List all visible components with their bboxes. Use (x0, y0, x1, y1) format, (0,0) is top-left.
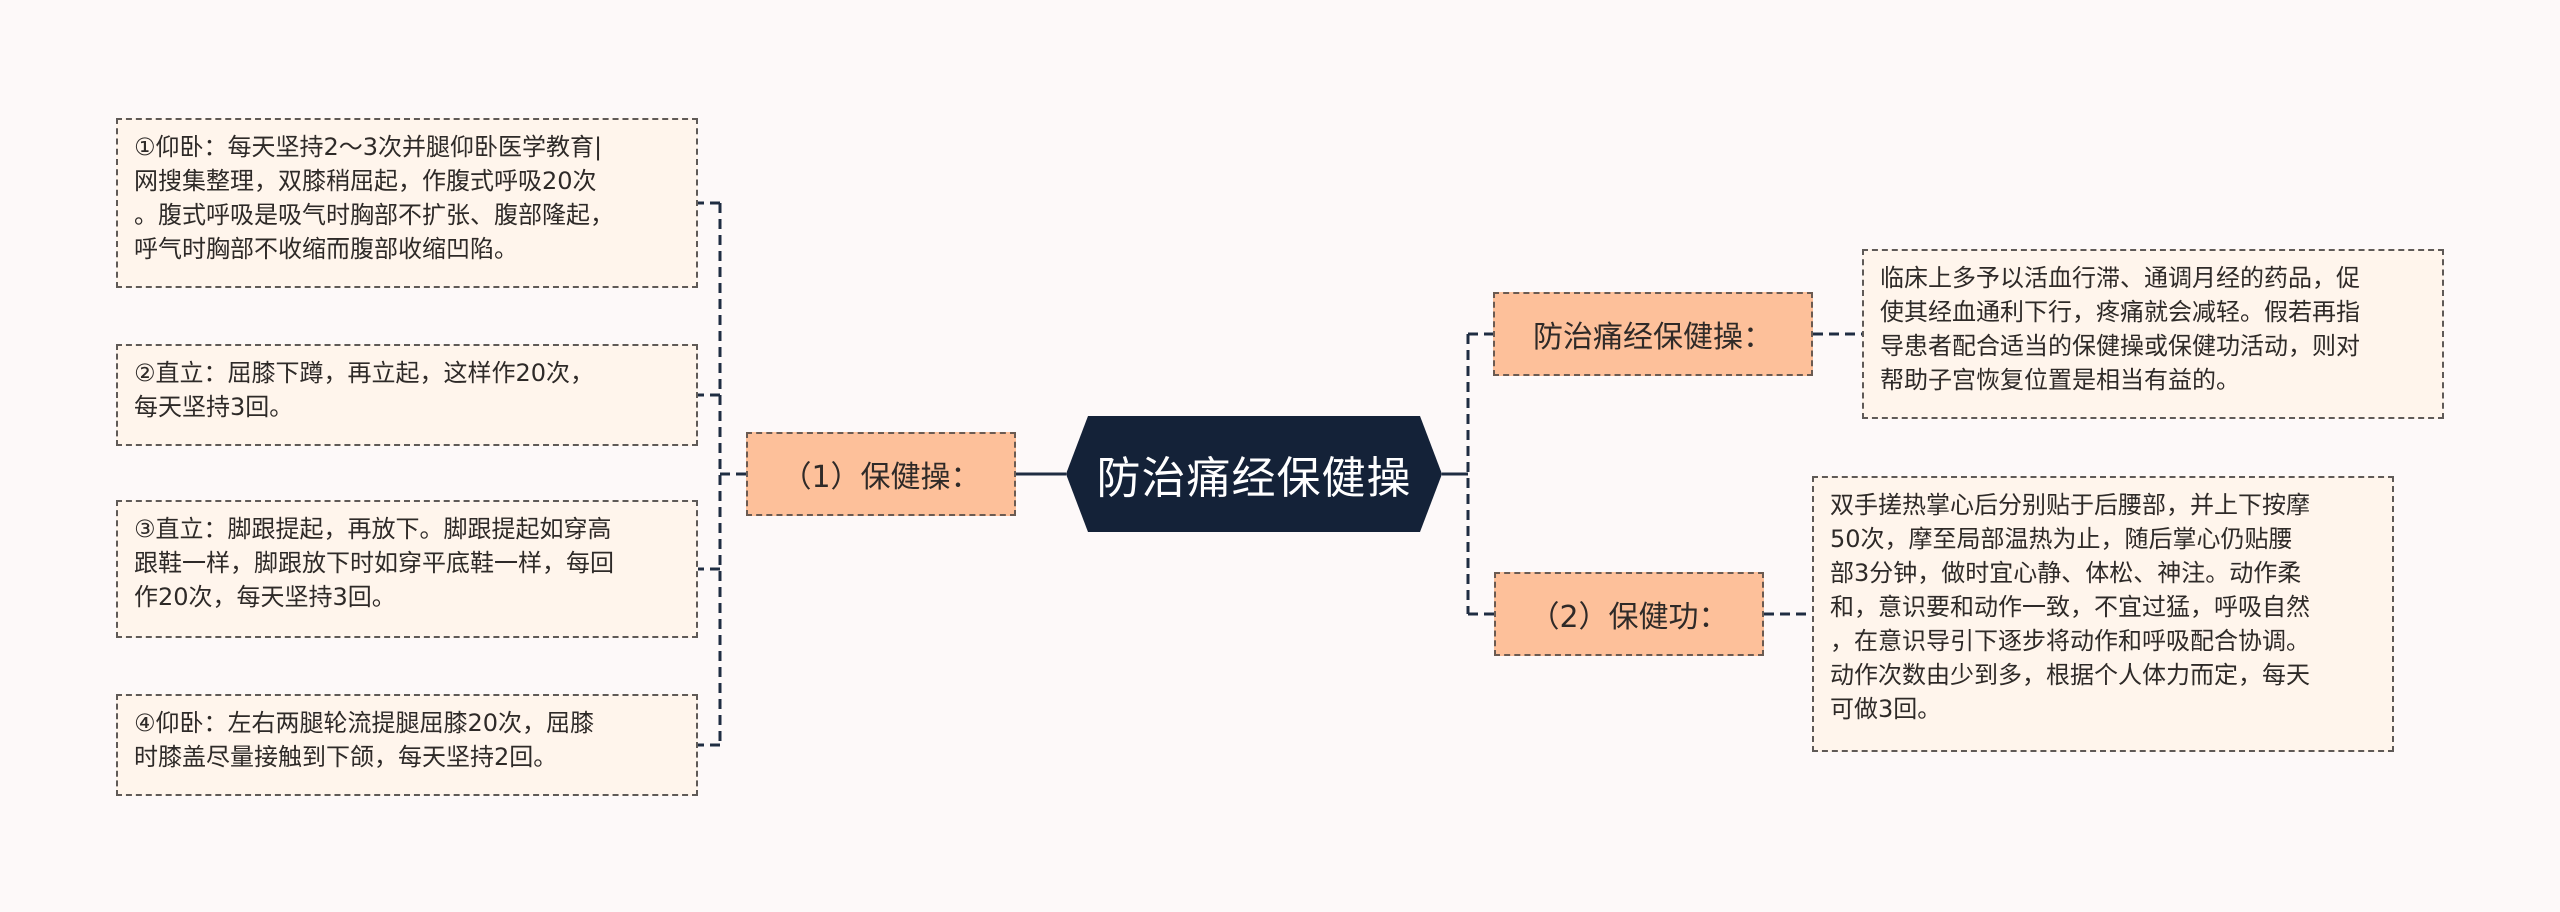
leaf-supine-breathing[interactable]: ①仰卧：每天坚持2～3次并腿仰卧医学教育| 网搜集整理，双膝稍屈起，作腹式呼吸2… (116, 118, 698, 288)
leaf-qigong-text[interactable]: 双手搓热掌心后分别贴于后腰部，并上下按摩 50次，摩至局部温热为止，随后掌心仍贴… (1812, 476, 2394, 752)
leaf-text: 临床上多予以活血行滞、通调月经的药品，促 使其经血通利下行，疼痛就会减轻。假若再… (1880, 264, 2360, 394)
leaf-text: 双手搓热掌心后分别贴于后腰部，并上下按摩 50次，摩至局部温热为止，随后掌心仍贴… (1830, 491, 2310, 723)
leaf-text: ②直立：屈膝下蹲，再立起，这样作20次， 每天坚持3回。 (134, 359, 595, 421)
branch-exercise[interactable]: （1）保健操： (746, 432, 1016, 516)
leaf-text: ④仰卧：左右两腿轮流提腿屈膝20次，屈膝 时膝盖尽量接触到下颌，每天坚持2回。 (134, 709, 595, 771)
branch-intro[interactable]: 防治痛经保健操： (1493, 292, 1813, 376)
leaf-heel-raise[interactable]: ③直立：脚跟提起，再放下。脚跟提起如穿高 跟鞋一样，脚跟放下时如穿平底鞋一样，每… (116, 500, 698, 638)
leaf-squat[interactable]: ②直立：屈膝下蹲，再立起，这样作20次， 每天坚持3回。 (116, 344, 698, 446)
branch-qigong[interactable]: （2）保健功： (1494, 572, 1764, 656)
leaf-text: ①仰卧：每天坚持2～3次并腿仰卧医学教育| 网搜集整理，双膝稍屈起，作腹式呼吸2… (134, 133, 614, 263)
central-topic[interactable]: 防治痛经保健操 (1066, 416, 1442, 532)
leaf-intro-text[interactable]: 临床上多予以活血行滞、通调月经的药品，促 使其经血通利下行，疼痛就会减轻。假若再… (1862, 249, 2444, 419)
leaf-leg-lift[interactable]: ④仰卧：左右两腿轮流提腿屈膝20次，屈膝 时膝盖尽量接触到下颌，每天坚持2回。 (116, 694, 698, 796)
leaf-text: ③直立：脚跟提起，再放下。脚跟提起如穿高 跟鞋一样，脚跟放下时如穿平底鞋一样，每… (134, 515, 614, 611)
